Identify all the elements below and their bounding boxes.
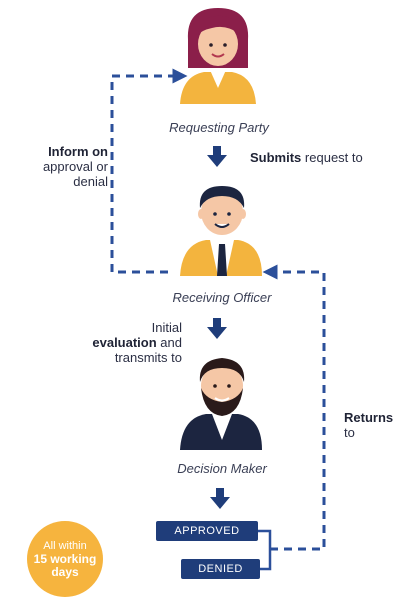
submits-rest: request to xyxy=(304,150,363,165)
initial-line-2: evaluation and xyxy=(50,335,182,350)
decision-maker-avatar-icon xyxy=(180,358,262,450)
timeframe-line-2: 15 working xyxy=(33,551,97,566)
timeframe-badge: All within 15 working days xyxy=(27,521,103,597)
denied-outcome-badge: DENIED xyxy=(181,559,260,579)
down-arrow-icon xyxy=(210,488,230,509)
submits-step-label: Submits request to xyxy=(250,150,363,165)
down-arrow-icon xyxy=(207,318,227,339)
decision-maker-label: Decision Maker xyxy=(177,461,267,476)
initial-line-1: Initial xyxy=(151,320,182,335)
timeframe-line-3: days xyxy=(51,564,79,579)
inform-line-3: denial xyxy=(73,174,108,189)
initial-and: and xyxy=(160,335,182,350)
outcomes-bracket xyxy=(258,529,272,571)
requesting-party-label: Requesting Party xyxy=(169,120,269,135)
receiving-officer-avatar-icon xyxy=(180,186,262,276)
receiving-officer-label: Receiving Officer xyxy=(172,290,272,305)
returns-feedback-connector xyxy=(262,264,326,551)
evaluation-keyword: evaluation xyxy=(92,335,157,350)
approved-outcome-badge: APPROVED xyxy=(156,521,258,541)
initial-line-3: transmits to xyxy=(114,350,182,365)
down-arrow-icon xyxy=(207,146,227,167)
evaluation-step-label: Initial evaluation and transmits to xyxy=(50,320,182,365)
returns-line-2: to xyxy=(344,425,355,440)
inform-feedback-connector xyxy=(110,68,188,274)
inform-keyword: Inform on xyxy=(48,144,108,159)
returns-step-label: Returns to xyxy=(344,410,393,440)
inform-line-2: approval or xyxy=(42,159,108,174)
submits-keyword: Submits xyxy=(250,150,302,165)
timeframe-line-1: All within xyxy=(43,539,87,552)
requesting-party-avatar-icon xyxy=(180,8,256,104)
inform-step-label: Inform on approval or denial xyxy=(18,144,108,189)
returns-keyword: Returns xyxy=(344,410,394,425)
